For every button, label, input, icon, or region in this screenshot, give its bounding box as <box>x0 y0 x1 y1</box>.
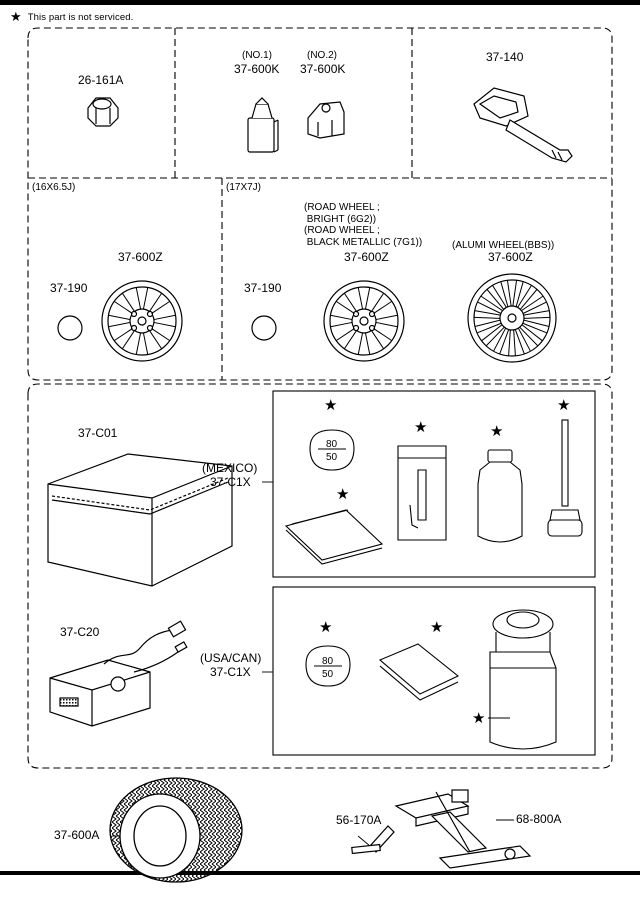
kit-solid-boxes <box>272 390 596 756</box>
sticker-mexico-bottom: 50 <box>326 452 338 463</box>
air-compressor-drawing <box>49 620 188 727</box>
storage-box-drawing <box>47 453 233 587</box>
star-icon: ★ <box>336 486 350 503</box>
label-tire: 37-600A <box>54 828 100 842</box>
star-icon: ★ <box>324 397 338 414</box>
label-jack: 68-800A <box>516 812 562 826</box>
sealant-canister-drawing <box>489 609 557 750</box>
sticker-usa-top: 80 <box>322 656 334 667</box>
star-icon: ★ <box>557 397 571 414</box>
label-valve-part1: 37-600K <box>234 62 280 76</box>
star-icon: ★ <box>319 619 333 636</box>
label-valve-no1: (NO.1) <box>242 50 272 61</box>
kit-dashed-frame <box>27 383 613 769</box>
not-serviced-note: ★ This part is not serviced. <box>10 8 133 24</box>
sealant-bottle-drawing <box>477 449 523 543</box>
upper-dashed-frame <box>27 27 613 381</box>
wheel-bbs-drawing <box>467 273 557 363</box>
injector-tool-drawing <box>547 419 583 537</box>
wheel-spokes <box>473 280 551 356</box>
sealant-bag-drawing <box>397 445 447 541</box>
spare-tire-drawing <box>109 777 243 883</box>
label-usa-kit: 37-C1X <box>210 665 251 679</box>
speed-sticker-usa-drawing <box>305 645 351 687</box>
sticker-sheet-usa-drawing <box>378 643 460 701</box>
valve-no1-drawing <box>247 97 279 153</box>
sticker-usa-bottom: 50 <box>322 669 334 680</box>
wheel-16-drawing <box>101 280 183 362</box>
center-cap-17-drawing <box>251 315 277 341</box>
label-jack-handle: 56-170A <box>336 813 382 827</box>
label-cap-17: 37-190 <box>244 281 282 295</box>
label-valve-part2: 37-600K <box>300 62 346 76</box>
label-box: 37-C01 <box>78 426 118 440</box>
label-valve-no2: (NO.2) <box>307 50 337 61</box>
label-alumi-note: (ALUMI WHEEL(BBS)) <box>452 240 555 251</box>
label-wheel-16: 37-600Z <box>118 250 163 264</box>
tpms-sensor-drawing <box>473 87 573 163</box>
sticker-mexico-top: 80 <box>326 439 338 450</box>
lug-nut-drawing <box>87 97 119 127</box>
bottom-border-bar <box>0 871 640 875</box>
label-road-wheel-note: (ROAD WHEEL ; BRIGHT (6G2)) (ROAD WHEEL … <box>304 202 423 248</box>
wheel-spokes <box>330 287 398 355</box>
label-compressor: 37-C20 <box>60 625 100 639</box>
label-size-17: (17X7J) <box>226 182 262 193</box>
label-cap-16: 37-190 <box>50 281 88 295</box>
scissor-jack-drawing <box>351 789 532 869</box>
star-icon: ★ <box>490 423 504 440</box>
label-usa-region: (USA/CAN) <box>200 651 262 665</box>
sticker-sheet-mexico-drawing <box>284 509 384 565</box>
star-icon: ★ <box>430 619 444 636</box>
label-mexico-kit: 37-C1X <box>210 475 251 489</box>
label-tpms: 37-140 <box>486 50 524 64</box>
label-wheel-17b: 37-600Z <box>488 250 533 264</box>
top-border-bar <box>0 0 640 5</box>
label-nut: 26-161A <box>78 73 124 87</box>
star-icon: ★ <box>10 9 22 24</box>
label-mexico-region: (MEXICO) <box>202 461 258 475</box>
wheel-17a-drawing <box>323 280 405 362</box>
label-size-16: (16X6.5J) <box>32 182 76 193</box>
center-cap-16-drawing <box>57 315 83 341</box>
star-icon: ★ <box>414 419 428 436</box>
speed-sticker-mexico-drawing <box>309 429 355 471</box>
star-icon: ★ <box>472 710 486 727</box>
valve-no2-drawing <box>307 101 345 139</box>
label-wheel-17a: 37-600Z <box>344 250 389 264</box>
leader-lines <box>112 481 514 847</box>
wheel-spokes <box>108 287 176 355</box>
note-text: This part is not serviced. <box>27 12 134 23</box>
